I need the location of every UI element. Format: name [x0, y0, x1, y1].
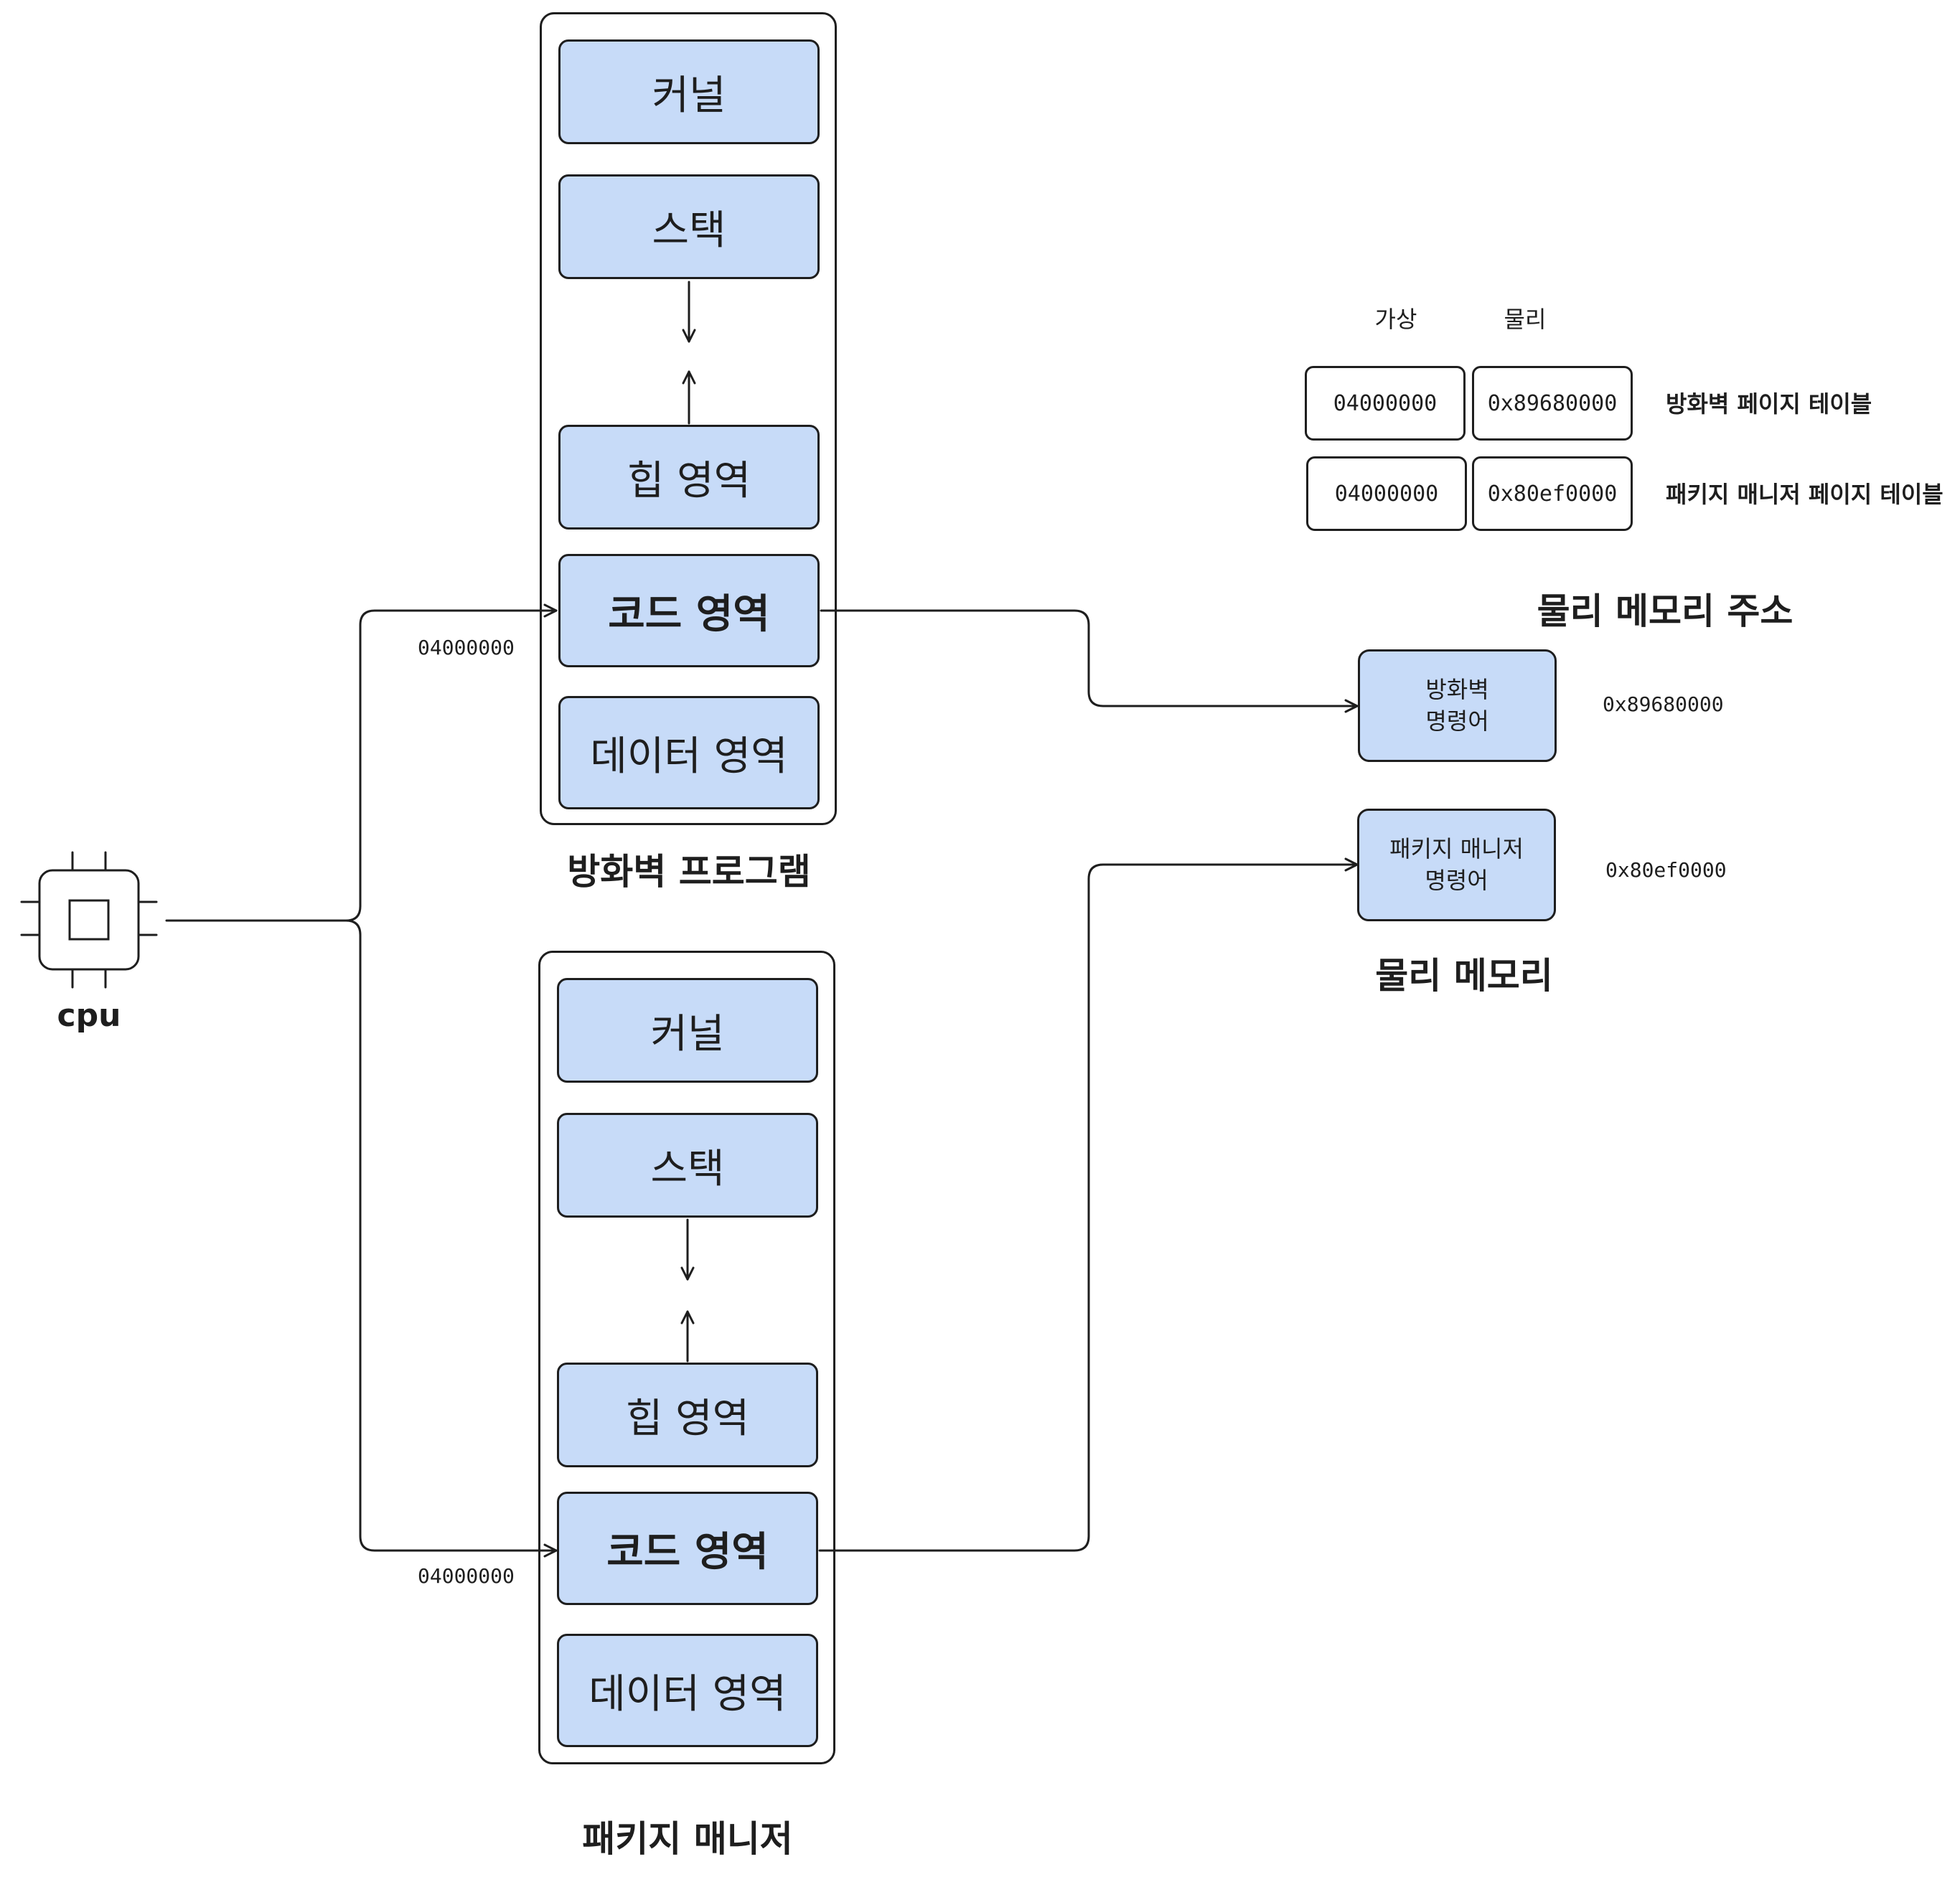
arrow-cpu-to-firewall-code	[344, 603, 558, 922]
physical-block-package-manager: 패키지 매니저 명령어	[1357, 809, 1556, 921]
cpu-label: cpu	[57, 997, 121, 1034]
page-table-physical-cell: 0x80ef0000	[1472, 456, 1633, 531]
cpu-chip-icon	[20, 851, 158, 989]
physical-block-line: 명령어	[1425, 866, 1488, 894]
page-table-label-firewall: 방화벽 페이지 테이블	[1666, 390, 1872, 418]
process-memory-package-manager	[538, 951, 835, 1764]
program-title-package-manager: 패키지 매니저	[582, 1818, 793, 1860]
kernel-segment: 커널	[558, 39, 820, 144]
program-title-firewall: 방화벽 프로그램	[567, 851, 811, 893]
arrow-cpu-to-pkg-code	[344, 919, 558, 1558]
physical-address-title: 물리 메모리 주소	[1537, 591, 1793, 632]
physical-address-label: 0x89680000	[1603, 692, 1724, 716]
data-segment: 데이터 영역	[557, 1634, 818, 1747]
heap-segment: 힙 영역	[558, 425, 820, 530]
physical-block-line: 패키지 매니저	[1389, 835, 1524, 863]
physical-memory-title: 물리 메모리	[1375, 955, 1553, 997]
page-table-virtual-cell: 04000000	[1306, 456, 1467, 531]
page-table-physical-cell: 0x89680000	[1472, 366, 1633, 441]
page-table-header-physical: 물리	[1504, 306, 1547, 333]
page-table-header-virtual: 가상	[1374, 306, 1417, 333]
page-table-virtual-cell: 04000000	[1305, 366, 1466, 441]
process-memory-firewall	[540, 12, 837, 825]
page-table-label-package-manager: 패키지 매니저 페이지 테이블	[1666, 481, 1943, 508]
stack-segment: 스택	[557, 1113, 818, 1218]
virtual-address-label: 04000000	[418, 1564, 515, 1588]
stack-segment: 스택	[558, 174, 820, 279]
physical-block-firewall: 방화벽 명령어	[1358, 649, 1557, 762]
arrow-pkg-code-to-phys	[818, 857, 1359, 1552]
physical-block-line: 명령어	[1425, 707, 1489, 735]
data-segment: 데이터 영역	[558, 696, 820, 809]
virtual-address-label: 04000000	[418, 636, 515, 659]
arrow-firewall-code-to-phys	[820, 609, 1359, 713]
physical-block-line: 방화벽	[1425, 676, 1489, 704]
heap-segment: 힙 영역	[557, 1363, 818, 1467]
kernel-segment: 커널	[557, 978, 818, 1083]
code-segment: 코드 영역	[557, 1492, 818, 1605]
code-segment: 코드 영역	[558, 554, 820, 667]
physical-address-label: 0x80ef0000	[1605, 858, 1727, 882]
